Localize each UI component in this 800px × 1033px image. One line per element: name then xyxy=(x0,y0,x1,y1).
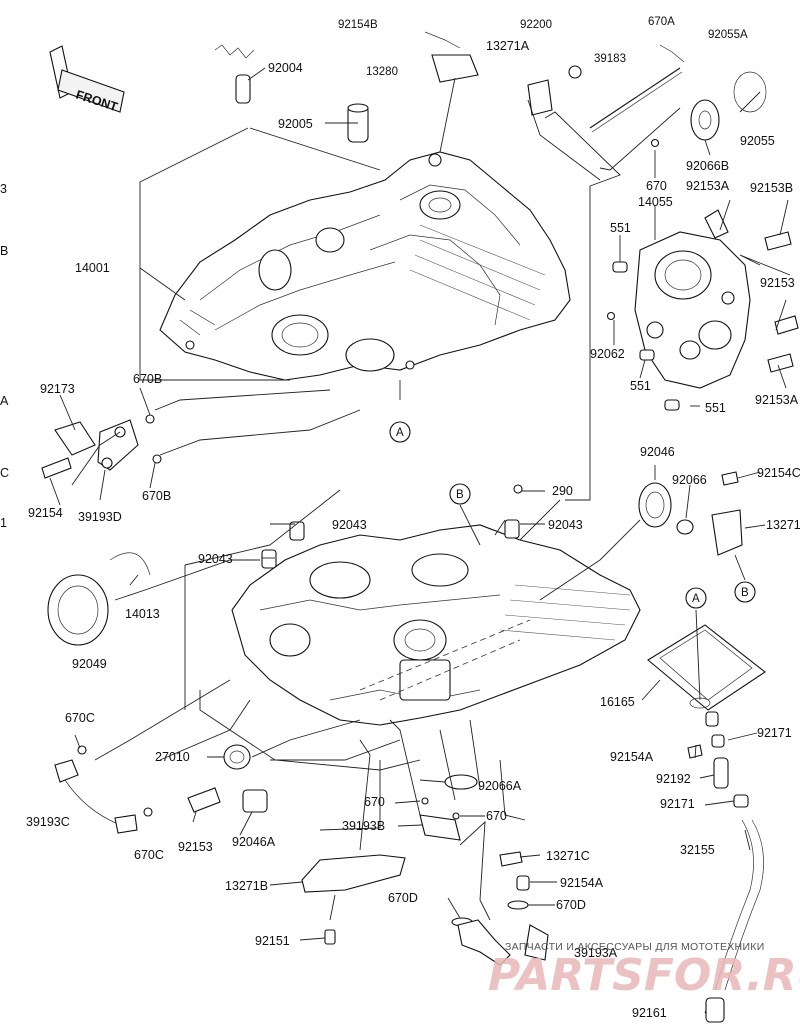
label-92005: 92005 xyxy=(278,117,313,131)
label-92055a: 92055A xyxy=(708,29,748,41)
right-cover xyxy=(606,209,799,411)
watermark-brand: PARTSFOR.RU xyxy=(488,950,800,1001)
label-92200: 92200 xyxy=(520,19,552,31)
label-92043-b: 92043 xyxy=(548,518,583,532)
watermark: ЗАПЧАСТИ И АКСЕССУАРЫ ДЛЯ МОТОТЕХНИКИ PA… xyxy=(488,941,800,1001)
label-16165: 16165 xyxy=(600,695,635,709)
label-290: 290 xyxy=(552,484,573,498)
edge-label-3: 3 xyxy=(0,182,7,196)
label-670-mid: 670 xyxy=(364,795,385,809)
label-92171-top: 92171 xyxy=(757,726,792,740)
label-551-c: 551 xyxy=(705,401,726,415)
label-92154b: 92154B xyxy=(338,19,378,31)
right-mid-parts xyxy=(261,471,766,1023)
callout-b-right-label: B xyxy=(741,587,749,599)
label-92046a: 92046A xyxy=(232,835,276,849)
label-92173: 92173 xyxy=(40,382,75,396)
label-92151: 92151 xyxy=(255,934,290,948)
callout-a-right-label: A xyxy=(692,593,700,605)
callout-a-right: A xyxy=(685,587,707,609)
label-39193d: 39193D xyxy=(78,510,122,524)
label-13271: 13271 xyxy=(766,518,800,532)
label-39193a: 39193A xyxy=(574,946,618,960)
label-92192: 92192 xyxy=(656,772,691,786)
label-92043-a: 92043 xyxy=(332,518,367,532)
label-92154a: 92154A xyxy=(610,750,654,764)
label-14013: 14013 xyxy=(125,607,160,621)
label-39183: 39183 xyxy=(594,53,626,65)
label-14055: 14055 xyxy=(638,195,673,209)
label-670c-bot: 670C xyxy=(134,848,164,862)
label-670c-top: 670C xyxy=(65,711,95,725)
label-670b-bot: 670B xyxy=(142,489,171,503)
callout-b-left-label: B xyxy=(456,489,464,501)
callout-b-left: B xyxy=(449,483,471,505)
edge-label-b: B xyxy=(0,244,8,258)
label-92055: 92055 xyxy=(740,134,775,148)
label-92004: 92004 xyxy=(268,61,303,75)
label-670d-right: 670D xyxy=(556,898,586,912)
label-92066a: 92066A xyxy=(478,779,522,793)
edge-label-a: A xyxy=(0,394,9,408)
label-670a: 670A xyxy=(648,16,675,28)
label-14001: 14001 xyxy=(75,261,110,275)
leader-lines xyxy=(49,67,791,1014)
label-92161: 92161 xyxy=(632,1006,667,1020)
label-92046: 92046 xyxy=(640,445,675,459)
callout-a-top-label: A xyxy=(396,427,404,439)
label-13271a: 13271A xyxy=(486,39,530,53)
edge-label-c: C xyxy=(0,466,9,480)
label-13271b: 13271B xyxy=(225,879,268,893)
label-92153a-lower: 92153A xyxy=(755,393,799,407)
label-13271c: 13271C xyxy=(546,849,590,863)
label-32155: 32155 xyxy=(680,843,715,857)
label-92066b: 92066B xyxy=(686,159,729,173)
label-670-mid2: 670 xyxy=(486,809,507,823)
part-labels: 92154B 13280 92200 13271A 39183 670A 920… xyxy=(0,16,800,1020)
label-92154a-bot: 92154A xyxy=(560,876,604,890)
label-92043-c: 92043 xyxy=(198,552,233,566)
callout-a-top: A xyxy=(389,421,411,443)
label-551-a: 551 xyxy=(610,221,631,235)
label-92153a: 92153A xyxy=(686,179,730,193)
label-39193c: 39193C xyxy=(26,815,70,829)
label-551-b: 551 xyxy=(630,379,651,393)
label-670d-left: 670D xyxy=(388,891,418,905)
label-670b-top: 670B xyxy=(133,372,162,386)
top-small-parts xyxy=(214,31,767,148)
label-92153b: 92153B xyxy=(750,181,793,195)
upper-crankcase xyxy=(159,151,571,381)
watermark-tagline: ЗАПЧАСТИ И АКСЕССУАРЫ ДЛЯ МОТОТЕХНИКИ xyxy=(505,941,765,953)
label-92062: 92062 xyxy=(590,347,625,361)
label-92153-right: 92153 xyxy=(760,276,795,290)
label-39193b: 39193B xyxy=(342,819,385,833)
edge-label-1: 1 xyxy=(0,516,7,530)
label-92049: 92049 xyxy=(72,657,107,671)
callout-b-right: B xyxy=(734,581,756,603)
front-direction-badge: FRONT xyxy=(49,45,125,114)
label-670: 670 xyxy=(646,179,667,193)
label-92153-bot: 92153 xyxy=(178,840,213,854)
lower-crankcase xyxy=(231,524,641,726)
label-27010: 27010 xyxy=(155,750,190,764)
left-parts xyxy=(41,414,162,834)
label-13280: 13280 xyxy=(366,66,398,78)
label-92171-bot: 92171 xyxy=(660,797,695,811)
label-92066: 92066 xyxy=(672,473,707,487)
label-92154c: 92154C xyxy=(757,466,800,480)
label-92154-left: 92154 xyxy=(28,506,63,520)
